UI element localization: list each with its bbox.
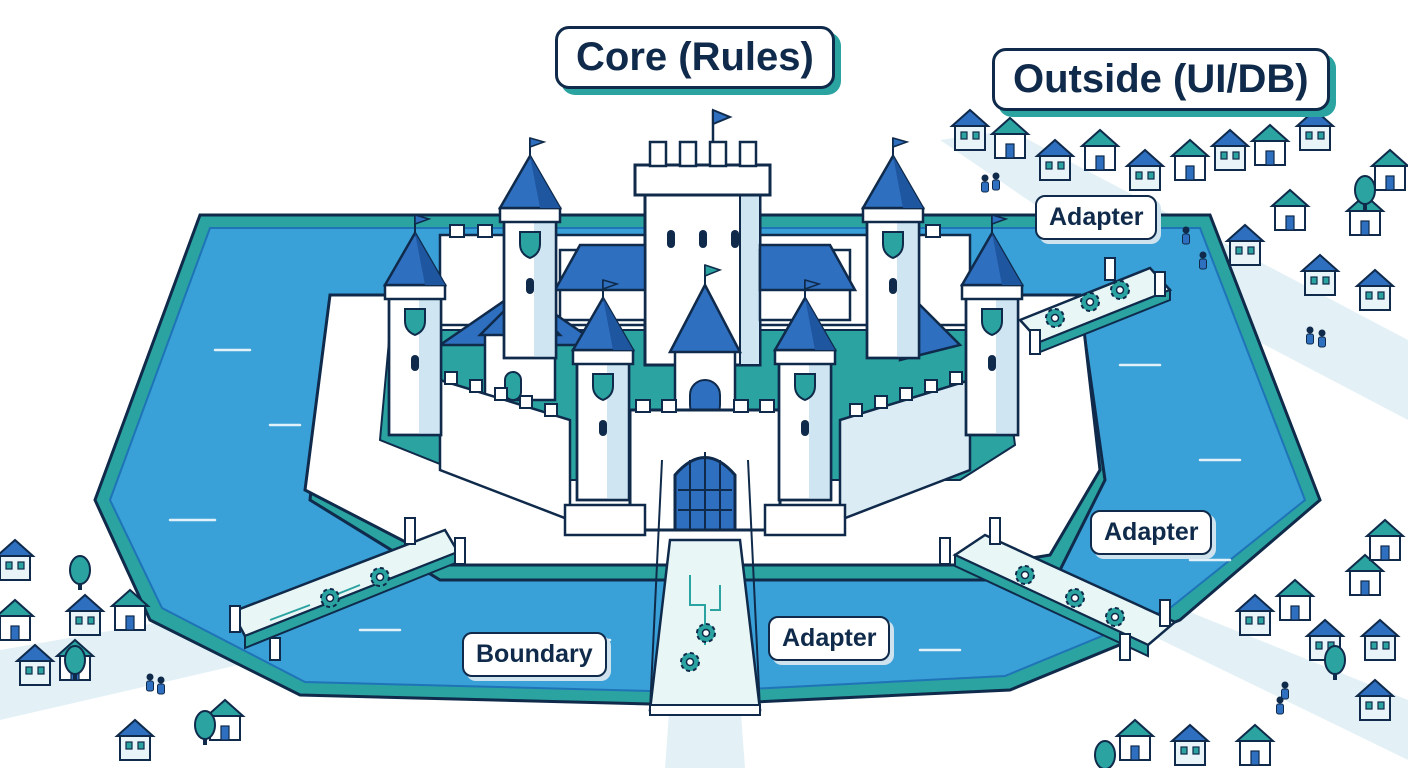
adapter-label-bottom: Adapter bbox=[768, 616, 891, 661]
boundary-label: Boundary bbox=[462, 632, 607, 677]
core-rules-label: Core (Rules) bbox=[555, 26, 835, 89]
adapter-label-top-right: Adapter bbox=[1035, 195, 1158, 240]
adapter-label-right: Adapter bbox=[1090, 510, 1213, 555]
outside-ui-db-label: Outside (UI/DB) bbox=[992, 48, 1330, 111]
